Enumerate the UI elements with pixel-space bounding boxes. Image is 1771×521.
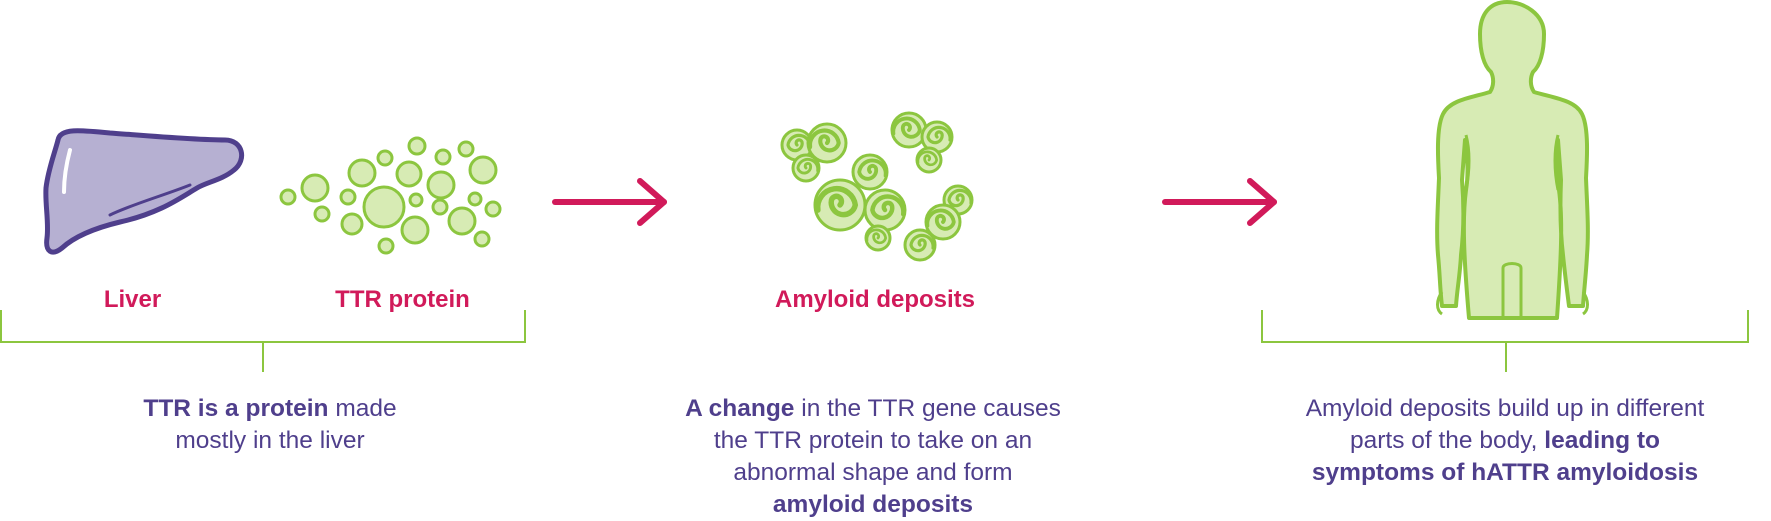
- description-step-3-line-1: Amyloid deposits build up in different: [1240, 393, 1770, 425]
- description-step-2-bold-1: A change: [685, 395, 794, 422]
- description-step-1: TTR is a protein made mostly in the live…: [60, 393, 480, 457]
- human-body-icon: [1437, 2, 1588, 318]
- description-step-1-line-1: TTR is a protein made: [60, 393, 480, 425]
- arrow-right-icon: [1165, 181, 1274, 223]
- arrow-right-icon: [555, 181, 664, 223]
- description-step-3-bold-2: symptoms of hATTR amyloidosis: [1312, 459, 1698, 486]
- description-step-3: Amyloid deposits build up in different p…: [1240, 393, 1770, 489]
- description-step-3-line-3: symptoms of hATTR amyloidosis: [1240, 457, 1770, 489]
- ttr-protein-icon: [281, 138, 500, 253]
- description-step-3-line-2-start: parts of the body,: [1350, 427, 1544, 454]
- description-step-1-bold: TTR is a protein: [143, 395, 328, 422]
- description-step-3-line-2: parts of the body, leading to: [1240, 425, 1770, 457]
- description-step-2-line-1: A change in the TTR gene causes: [618, 393, 1128, 425]
- description-step-2-line-1-rest: in the TTR gene causes: [794, 395, 1060, 422]
- label-liver: Liver: [60, 285, 205, 315]
- description-step-2-line-4: amyloid deposits: [618, 489, 1128, 521]
- description-step-2: A change in the TTR gene causes the TTR …: [618, 393, 1128, 521]
- liver-icon: [46, 131, 242, 252]
- description-step-2-bold-2: amyloid deposits: [773, 491, 973, 518]
- description-step-3-bold-1: leading to: [1544, 427, 1660, 454]
- label-amyloid-deposits: Amyloid deposits: [740, 285, 1010, 315]
- description-step-1-line-2: mostly in the liver: [60, 425, 480, 457]
- description-step-2-line-2: the TTR protein to take on an: [618, 425, 1128, 457]
- label-ttr-protein: TTR protein: [300, 285, 505, 315]
- bracket-step-1: [1, 310, 525, 372]
- description-step-2-line-3: abnormal shape and form: [618, 457, 1128, 489]
- amyloid-deposits-icon: [782, 113, 972, 260]
- description-step-1-line-1-rest: made: [329, 395, 397, 422]
